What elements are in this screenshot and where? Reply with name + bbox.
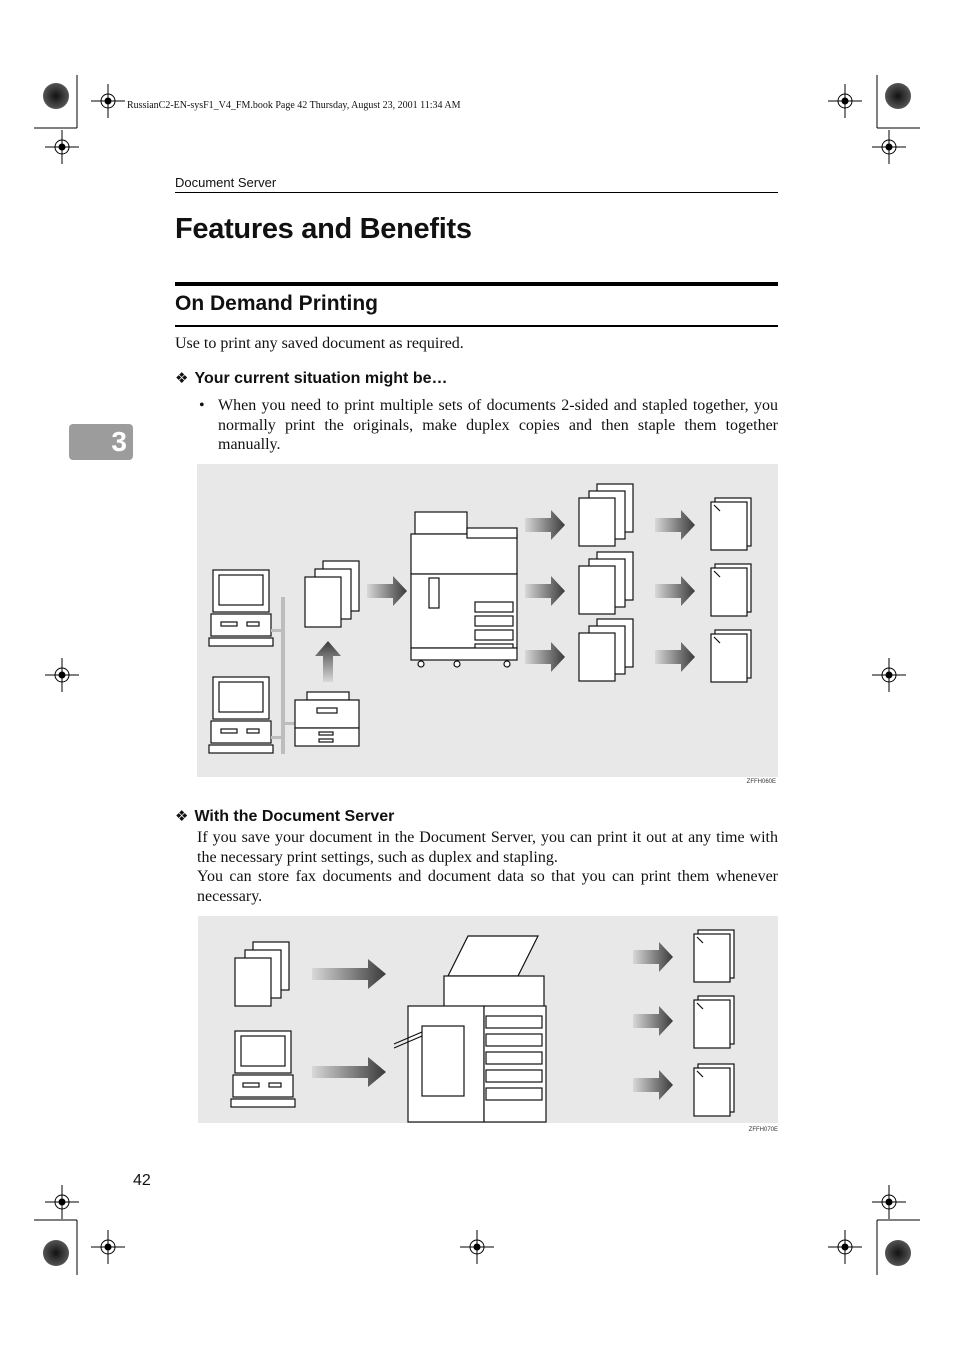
- right-arrow-icon: [525, 642, 565, 672]
- figure-current-workflow: ZFFH060E: [197, 464, 778, 785]
- copier-icon: [410, 511, 518, 668]
- situation-bullet-text: When you need to print multiple sets of …: [218, 397, 778, 453]
- figure-code: ZFFH070E: [748, 1127, 778, 1133]
- diamond-bullet-icon: ❖: [175, 370, 189, 387]
- page-number: 42: [133, 1172, 151, 1189]
- document-stack-icon: [234, 941, 290, 1007]
- running-head: Document Server: [175, 175, 277, 190]
- right-arrow-icon: [312, 959, 386, 989]
- up-arrow-icon: [315, 641, 341, 682]
- section-title: On Demand Printing: [175, 292, 379, 315]
- copier-finisher-icon: [393, 935, 547, 1123]
- server-illustration: [230, 929, 735, 1123]
- bullet-marker: •: [199, 397, 205, 414]
- section-bottom-rule: [175, 325, 778, 327]
- right-arrow-icon: [655, 576, 695, 606]
- server-heading: ❖ With the Document Server: [175, 807, 394, 826]
- stapled-set-icon: [693, 995, 735, 1049]
- document-stack-icon: [304, 560, 360, 628]
- printer-icon: [294, 691, 360, 747]
- stapled-set-icon: [710, 629, 752, 683]
- computer-icon: [230, 1030, 296, 1108]
- right-arrow-icon: [655, 642, 695, 672]
- server-paragraph-2: You can store fax documents and document…: [197, 868, 778, 905]
- server-heading-text: With the Document Server: [194, 808, 395, 825]
- right-arrow-icon: [633, 1006, 673, 1036]
- computer-icon: [208, 676, 274, 754]
- diamond-bullet-icon: ❖: [175, 808, 189, 825]
- page-title: Features and Benefits: [175, 213, 472, 245]
- intro-text: Use to print any saved document as requi…: [175, 335, 464, 352]
- right-arrow-icon: [633, 1070, 673, 1100]
- server-paragraph-1: If you save your document in the Documen…: [197, 829, 778, 866]
- situation-heading-text: Your current situation might be…: [194, 370, 448, 387]
- workflow-illustration: [208, 483, 752, 754]
- stapled-set-icon: [710, 497, 752, 551]
- duplex-copy-stack-icon: [578, 618, 634, 682]
- right-arrow-icon: [312, 1057, 386, 1087]
- right-arrow-icon: [367, 576, 407, 606]
- duplex-copy-stack-icon: [578, 551, 634, 615]
- figure-code: ZFFH060E: [746, 779, 776, 785]
- computer-icon: [208, 569, 274, 647]
- chapter-number: 3: [111, 426, 127, 457]
- stapled-set-icon: [693, 929, 735, 983]
- stapled-set-icon: [693, 1063, 735, 1117]
- right-arrow-icon: [633, 942, 673, 972]
- duplex-copy-stack-icon: [578, 483, 634, 547]
- right-arrow-icon: [525, 510, 565, 540]
- section-top-rule: [175, 282, 778, 286]
- right-arrow-icon: [655, 510, 695, 540]
- right-arrow-icon: [525, 576, 565, 606]
- running-head-rule: [175, 192, 778, 193]
- stapled-set-icon: [710, 563, 752, 617]
- chapter-tab: 3: [69, 424, 133, 460]
- figure-document-server-workflow: ZFFH070E: [198, 916, 778, 1133]
- file-info: RussianC2-EN-sysF1_V4_FM.book Page 42 Th…: [127, 100, 461, 111]
- situation-heading: ❖ Your current situation might be…: [175, 369, 448, 388]
